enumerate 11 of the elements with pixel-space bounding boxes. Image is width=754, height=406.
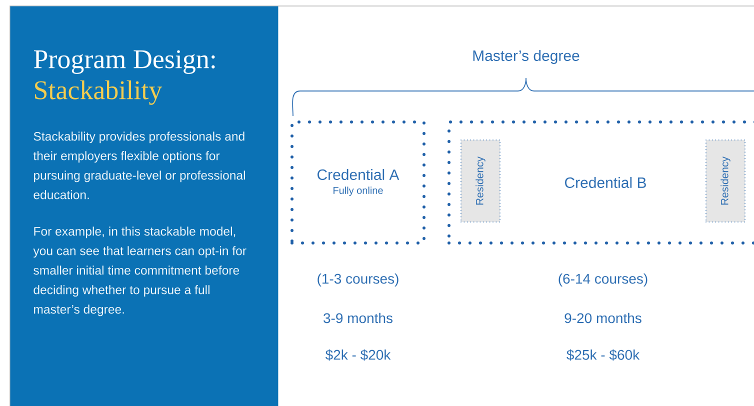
bracket-label: Master’s degree (473, 50, 580, 64)
duration-label: 9-20 months (564, 312, 642, 324)
cost-range: $2k - $20k (325, 349, 391, 361)
residency-box: Residency (705, 139, 746, 223)
duration-label: 3-9 months (324, 312, 392, 324)
course-count: (1-3 courses) (318, 273, 398, 287)
cost-range: $25k - $60k (566, 349, 640, 361)
course-count: (6-14 courses) (558, 273, 648, 287)
text-panel: Program Design: Stackability Stackability provides professionals and their employers flexible options for pursuing graduate-level or professional education. For example, in this stackable model, you can see that learners can opt-in for smaller initial time commitment before deciding whether to pursue a full master’s degree. (10, 6, 278, 406)
credential-box: Credential A Fully online (290, 120, 426, 244)
residency-box: Residency (460, 139, 501, 223)
